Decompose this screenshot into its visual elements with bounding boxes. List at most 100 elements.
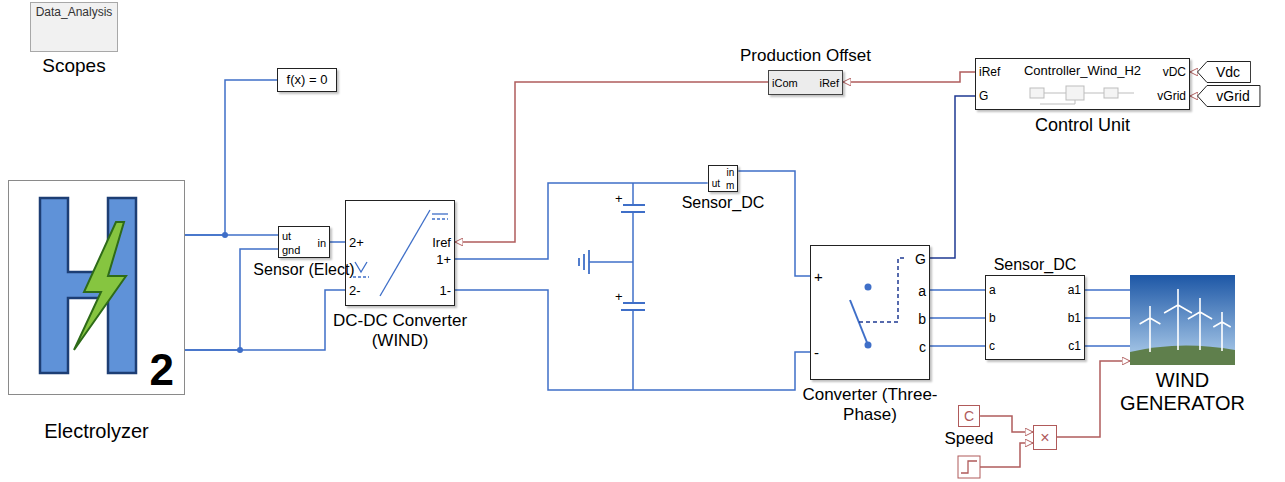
port-label: iCom: [772, 77, 798, 90]
wind-generator-block: WIND GENERATOR: [1130, 275, 1235, 365]
wind-farm-picture: [1130, 275, 1235, 365]
power-wire: [330, 241, 345, 243]
signal-line: [455, 82, 768, 242]
turbines: [1140, 289, 1231, 352]
port-label: vGrid: [1157, 90, 1186, 104]
capacitor-wire: [632, 212, 634, 303]
power-wire: [1085, 289, 1130, 291]
port-label: ut: [282, 230, 291, 243]
turbine: [1140, 306, 1161, 352]
signal-line: [843, 72, 975, 82]
port-label: G: [979, 90, 988, 104]
block-text: ×: [1040, 428, 1049, 446]
port-label: 1+: [436, 253, 451, 268]
port-label: Iref: [432, 236, 451, 251]
power-wire: [455, 183, 708, 259]
block-label: DC-DC Converter (WIND): [325, 311, 475, 350]
port-label: -: [814, 344, 819, 361]
port-label: iRef: [819, 77, 839, 90]
ground-symbol: [588, 250, 590, 274]
ground-symbol: [578, 258, 580, 266]
from-tag: vGrid: [1197, 85, 1260, 107]
polarity-mark: +: [615, 290, 623, 304]
ground-symbol: [583, 254, 585, 270]
block-text: vGrid: [1216, 88, 1249, 104]
turbine: [1213, 312, 1230, 351]
sketch-block: [1066, 86, 1084, 100]
sensor-block: utgndinSensor (Elect): [278, 226, 330, 258]
production-offset-block: Production OffsetiComiRef: [768, 70, 843, 95]
power-wire: [185, 80, 277, 235]
ground: [1130, 345, 1235, 365]
polarity-mark: +: [615, 192, 623, 206]
block-label: Sensor_DC: [980, 256, 1090, 274]
port-label: m: [726, 180, 734, 192]
step-block: [958, 443, 1033, 478]
scope-block: Data_AnalysisScopes: [30, 2, 119, 52]
block-text: Vdc: [1216, 64, 1240, 80]
power-wire: [1085, 317, 1130, 319]
power-wire: [930, 317, 985, 319]
signal-line: [1190, 95, 1197, 97]
function-block: f(x) = 0: [277, 68, 337, 92]
power-wire: [738, 171, 810, 276]
block-text: Controller_Wind_H2: [1024, 64, 1141, 79]
dcdc-symbol: [353, 210, 448, 296]
step-box: [958, 456, 980, 478]
power-wire: [455, 290, 810, 390]
port-label: 2+: [349, 236, 364, 251]
port-label: c1: [1068, 340, 1081, 354]
lightning-bolt: [74, 222, 126, 350]
tag-shape: [1198, 86, 1260, 107]
voltage-mark: [355, 262, 367, 272]
electrolyzer-icon: [40, 198, 136, 373]
gate-wire: [930, 96, 975, 258]
block-label: Sensor (Elect): [244, 261, 364, 279]
converter-diagonal: [380, 210, 430, 296]
controller-subsystem: iRefGController_Wind_H2vDCvGridControl U…: [975, 58, 1190, 110]
three-phase-converter-block: +-GabcConverter (Three-Phase): [810, 245, 930, 380]
port-label: b: [989, 312, 996, 326]
port-label: G: [915, 251, 926, 267]
constant-block: CSpeed: [958, 405, 980, 427]
block-text: C: [964, 408, 974, 424]
port-label: c: [989, 340, 995, 354]
block-label: Control Unit: [1003, 115, 1163, 136]
block-label: Speed: [934, 429, 1004, 449]
capacitor-wire: [632, 310, 634, 390]
block-label: Production Offset: [721, 46, 891, 66]
signal-line: [1190, 71, 1197, 73]
port-label: b: [918, 311, 926, 327]
product-block: ×: [1033, 425, 1057, 450]
h-letter: [40, 198, 136, 373]
block-text: Data_Analysis: [36, 6, 113, 20]
dc-mark: [432, 213, 448, 214]
dc-link-capacitors: [579, 183, 645, 390]
block-label: Electrolyzer: [7, 420, 187, 443]
switch-contact: [865, 284, 872, 291]
port-label: gnd: [282, 244, 300, 257]
sketch-block: [1104, 88, 1118, 98]
gate-link: [859, 258, 906, 322]
voltage-mark: [353, 276, 369, 277]
capacitor-plate: [621, 302, 645, 304]
port-label: b1: [1068, 312, 1081, 326]
power-wire: [185, 290, 345, 350]
power-wire: [930, 345, 985, 347]
capacitor-plate: [621, 204, 645, 206]
power-wire: [1085, 345, 1130, 347]
tag-shape: [1197, 62, 1250, 83]
ground-wire: [589, 261, 633, 263]
sky: [1130, 275, 1235, 365]
port-label: a1: [1068, 284, 1081, 298]
port-label: a: [918, 283, 926, 299]
block-text: 2: [150, 348, 174, 392]
controller-sketch: [1030, 86, 1134, 104]
from-tag: Vdc: [1197, 61, 1251, 83]
port-label: vDC: [1163, 66, 1186, 80]
block-label: Converter (Three-Phase): [800, 385, 940, 424]
electrolyzer-block: 2Electrolyzer: [8, 180, 185, 395]
capacitor-wire: [632, 183, 634, 205]
block-label: Sensor_DC: [668, 194, 778, 212]
